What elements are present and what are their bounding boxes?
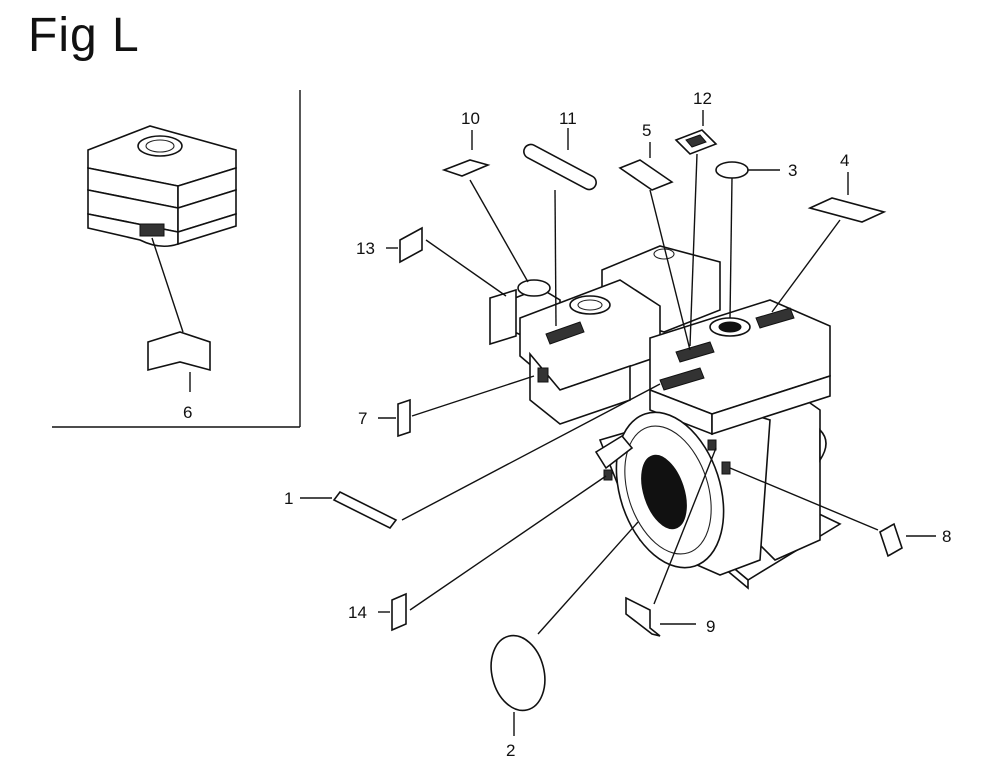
callout-11: 11 <box>559 109 577 128</box>
leader-c6 <box>151 237 184 333</box>
engine-drawing <box>489 245 842 590</box>
leader-c8 <box>729 467 879 531</box>
callout-2: 2 <box>506 741 515 760</box>
leader-c2 <box>537 521 639 635</box>
leader-c9 <box>653 447 717 605</box>
leader-c7 <box>411 375 535 417</box>
leader-c12 <box>689 153 698 347</box>
callout-3: 3 <box>788 161 797 180</box>
leader-c3 <box>729 177 733 319</box>
callout-14: 14 <box>348 603 367 622</box>
callout-1: 1 <box>284 489 293 508</box>
decal-3 <box>715 161 749 179</box>
decal-14 <box>391 592 407 632</box>
leader-c11 <box>554 189 557 327</box>
figure-title: Fig L <box>28 9 140 62</box>
decal-5 <box>618 159 674 191</box>
decal-8 <box>879 522 903 558</box>
callout-9: 9 <box>706 617 715 636</box>
decal-7 <box>397 398 411 438</box>
leader-c14 <box>409 475 607 611</box>
callout-8: 8 <box>942 527 951 546</box>
callout-10: 10 <box>461 109 480 128</box>
leader-c4 <box>771 219 841 313</box>
callout-12: 12 <box>693 89 712 108</box>
callout-5: 5 <box>642 121 651 140</box>
leader-c13 <box>425 239 507 297</box>
inset-panel: 6 <box>52 90 301 428</box>
decal-6 <box>147 331 211 372</box>
decal-2 <box>490 634 546 712</box>
decal-11 <box>523 143 597 191</box>
callout-4: 4 <box>840 151 849 170</box>
inset-air-cleaner-drawing <box>87 125 237 248</box>
decal-13 <box>399 226 423 264</box>
decal-1 <box>332 490 398 530</box>
callout-7: 7 <box>358 409 367 428</box>
leader-c10 <box>469 179 529 283</box>
decal-4 <box>807 197 887 223</box>
leader-c1 <box>401 383 661 521</box>
decal-9 <box>625 596 661 637</box>
decal-10 <box>441 159 491 177</box>
callout-6: 6 <box>183 403 192 422</box>
callout-13: 13 <box>356 239 375 258</box>
leader-c5 <box>649 189 691 351</box>
